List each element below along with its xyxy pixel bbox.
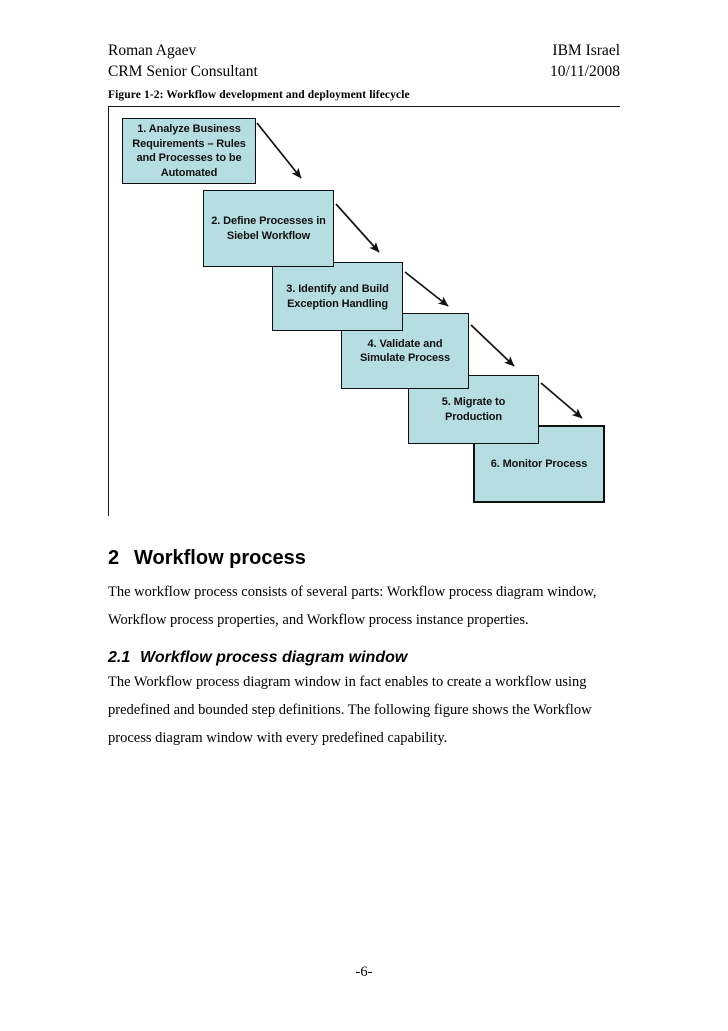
heading-section-2-title: Workflow process <box>134 547 306 569</box>
heading-section-2: 2 Workflow process <box>108 546 620 570</box>
document-header: Roman Agaev IBM Israel CRM Senior Consul… <box>108 40 620 82</box>
figure-top-rule <box>108 106 620 107</box>
header-author: Roman Agaev <box>108 42 197 59</box>
workflow-lifecycle-diagram: 1. Analyze Business Requirements – Rules… <box>105 106 620 518</box>
header-date: 10/11/2008 <box>549 63 620 80</box>
figure-block: 1. Analyze Business Requirements – Rules… <box>105 106 620 518</box>
diagram-step-6-label: 6. Monitor Process <box>490 457 588 470</box>
header-row-1: Roman Agaev IBM Israel <box>108 40 620 61</box>
diagram-step-3-label: 3. Identify and Build Exception Handling <box>286 283 389 310</box>
diagram-step-1: 1. Analyze Business Requirements – Rules… <box>122 118 256 184</box>
diagram-step-3: 3. Identify and Build Exception Handling <box>272 262 403 331</box>
arrow-4-to-5 <box>470 324 515 367</box>
diagram-step-2-label: 2. Define Processes in Siebel Workflow <box>211 215 326 242</box>
heading-section-2-1-title: Workflow process diagram window <box>140 649 408 666</box>
figure-caption: Figure 1-2: Workflow development and dep… <box>108 89 410 101</box>
heading-section-2-1-number: 2.1 <box>108 649 131 666</box>
arrow-3-to-4 <box>404 271 449 307</box>
diagram-step-5-label: 5. Migrate to Production <box>441 396 506 423</box>
page-number-footer: -6- <box>355 964 373 980</box>
figure-left-rule <box>108 106 109 516</box>
header-row-2: CRM Senior Consultant 10/11/2008 <box>108 61 620 82</box>
header-company: IBM Israel <box>552 42 620 59</box>
arrow-5-to-6 <box>540 382 583 419</box>
diagram-step-4-label: 4. Validate and Simulate Process <box>359 337 451 365</box>
paragraph-section-2: The workflow process consists of several… <box>108 584 597 628</box>
header-role: CRM Senior Consultant <box>108 63 258 80</box>
paragraph-section-2-1: The Workflow process diagram window in f… <box>108 674 592 746</box>
heading-section-2-1: 2.1 Workflow process diagram window <box>108 648 620 668</box>
diagram-step-1-label: 1. Analyze Business Requirements – Rules… <box>132 123 246 179</box>
diagram-step-2: 2. Define Processes in Siebel Workflow <box>203 190 334 267</box>
heading-section-2-number: 2 <box>108 547 120 569</box>
arrow-1-to-2 <box>256 122 302 179</box>
arrow-2-to-3 <box>335 203 380 253</box>
